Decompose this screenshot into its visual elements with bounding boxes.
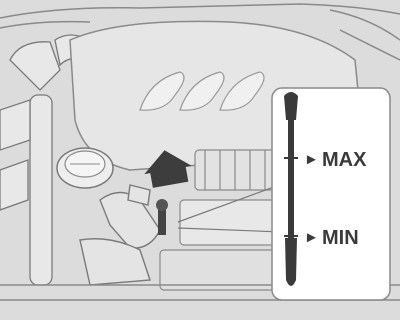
max-arrow-glyph: ► bbox=[304, 151, 319, 168]
min-marker: ► MIN bbox=[304, 227, 359, 249]
dipstick-callout: ► MAX ► MIN bbox=[272, 88, 390, 300]
max-marker: ► MAX bbox=[304, 149, 367, 171]
max-label: MAX bbox=[322, 149, 367, 171]
min-label: MIN bbox=[322, 227, 359, 249]
min-arrow-glyph: ► bbox=[304, 229, 319, 246]
oil-filler-cap bbox=[57, 148, 113, 188]
